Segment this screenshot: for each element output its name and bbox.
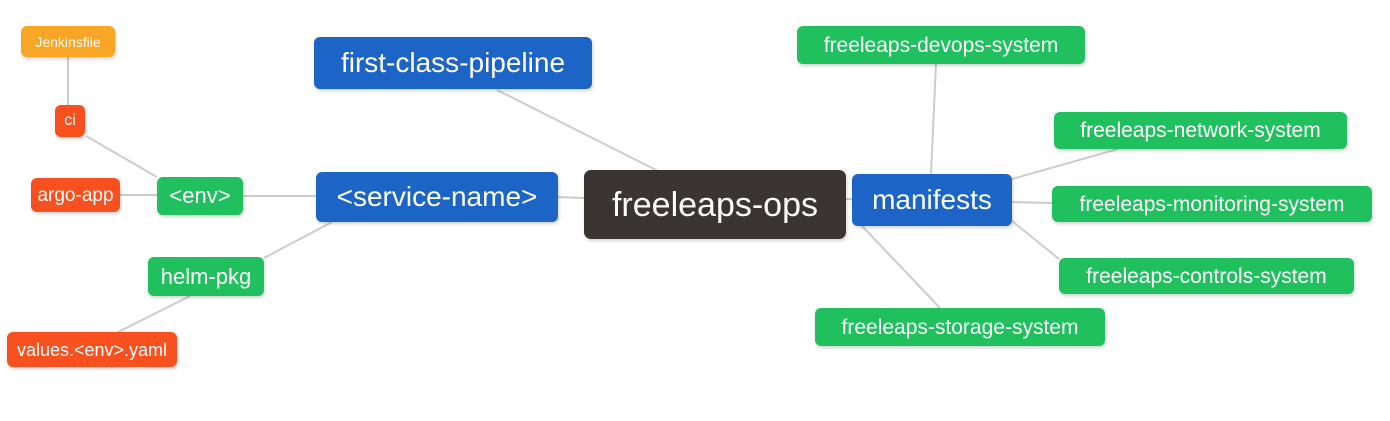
edge-manifests-controls	[1011, 220, 1060, 260]
node-freeleaps-devops-system[interactable]: freeleaps-devops-system	[797, 26, 1085, 64]
edge-manifests-network	[1011, 148, 1119, 180]
node-values-env-yaml[interactable]: values.<env>.yaml	[7, 332, 177, 367]
node-manifests[interactable]: manifests	[852, 174, 1012, 226]
edge-helm-pkg-values-yaml	[117, 295, 191, 333]
node-freeleaps-storage-system[interactable]: freeleaps-storage-system	[815, 308, 1105, 346]
edge-ci-env	[85, 135, 158, 178]
edge-devops-manifests	[930, 63, 937, 175]
node-freeleaps-network-system[interactable]: freeleaps-network-system	[1054, 112, 1347, 149]
node-service-name[interactable]: <service-name>	[316, 172, 558, 222]
edge-manifests-storage	[861, 225, 941, 309]
edge-service-name-helm-pkg	[263, 221, 333, 259]
node-first-class-pipeline[interactable]: first-class-pipeline	[314, 37, 592, 89]
edge-pipeline-ops	[496, 89, 659, 172]
node-env[interactable]: <env>	[157, 177, 243, 215]
edge-manifests-monitoring	[1011, 201, 1053, 204]
node-argo-app[interactable]: argo-app	[31, 178, 120, 212]
node-helm-pkg[interactable]: helm-pkg	[148, 257, 264, 296]
node-jenkinsfile[interactable]: Jenkinsfile	[21, 26, 115, 57]
node-freeleaps-monitoring-system[interactable]: freeleaps-monitoring-system	[1052, 186, 1372, 222]
node-ci[interactable]: ci	[55, 105, 85, 137]
node-root-freeleaps-ops[interactable]: freeleaps-ops	[584, 170, 846, 239]
edge-service-name-ops	[557, 196, 585, 199]
node-freeleaps-controls-system[interactable]: freeleaps-controls-system	[1059, 258, 1354, 294]
